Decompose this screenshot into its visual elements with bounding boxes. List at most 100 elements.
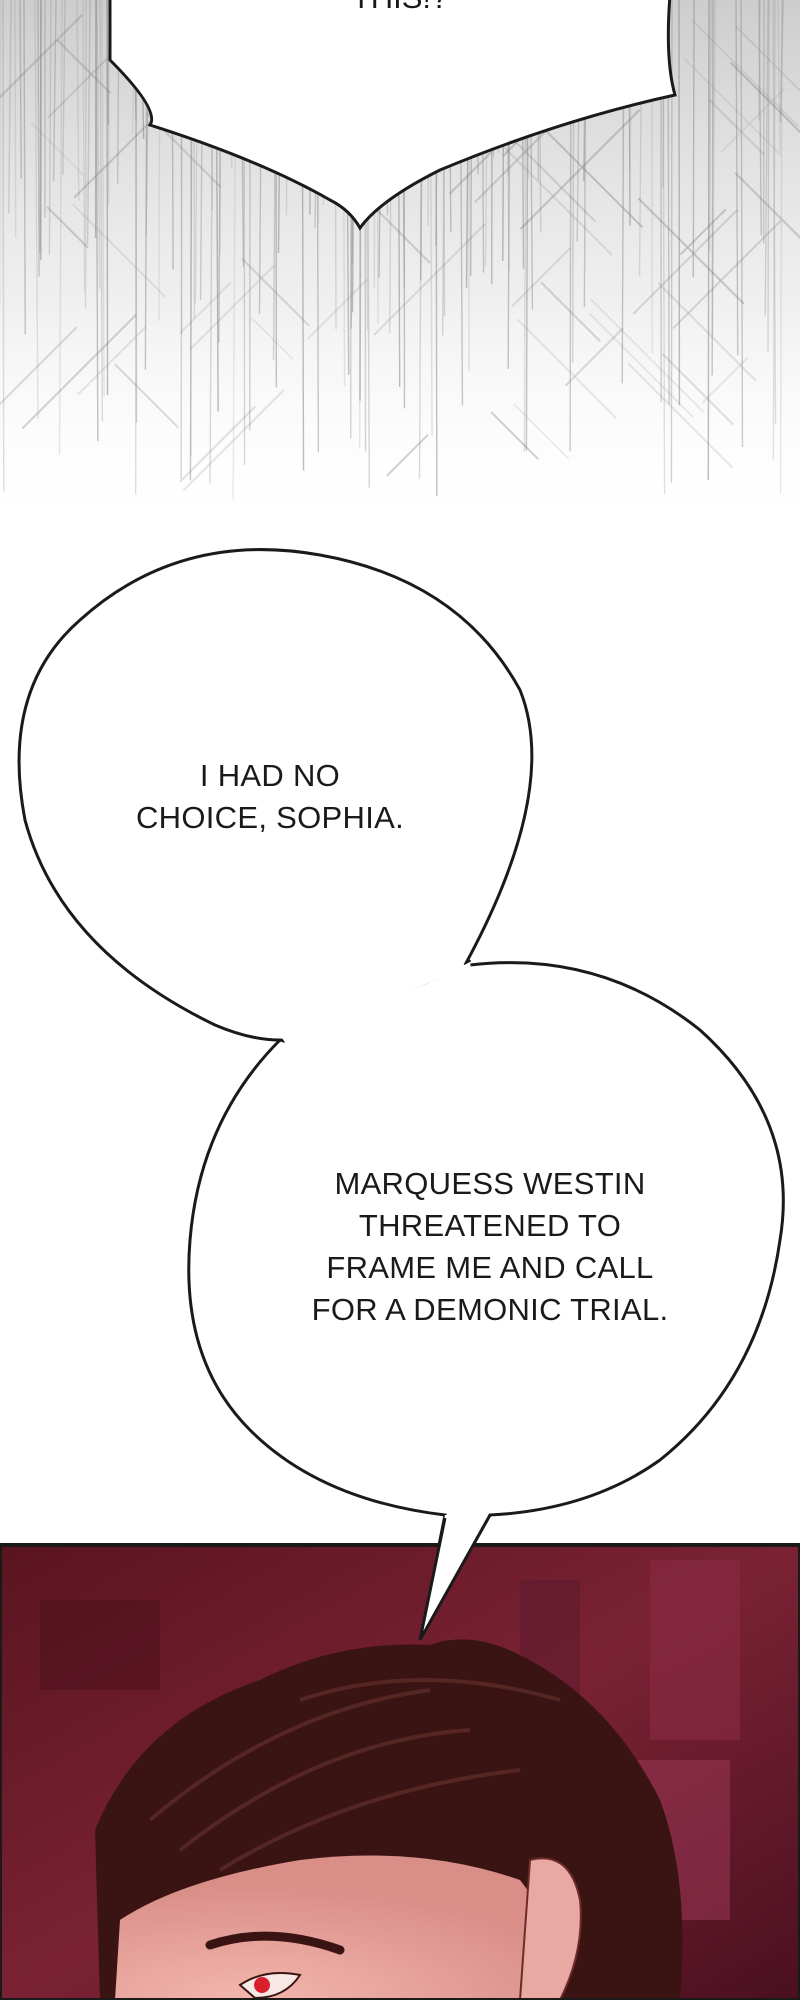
scratch-cross xyxy=(500,144,613,256)
scratch-cross xyxy=(729,61,800,134)
scratch-line xyxy=(82,0,86,293)
scratch-line xyxy=(779,0,783,494)
scratch-line xyxy=(99,0,104,422)
scratch-line xyxy=(96,0,101,289)
scratch-cross xyxy=(701,356,749,404)
scratch-cross xyxy=(250,316,294,361)
scratch-line xyxy=(735,0,739,356)
scratch-line xyxy=(76,0,80,201)
eyebrow xyxy=(205,1931,345,1955)
scratch-cross xyxy=(519,109,641,230)
bubble-2-text: MARQUESS WESTIN THREATENED TO FRAME ME A… xyxy=(290,1163,690,1331)
scratch-cross xyxy=(527,112,644,229)
scratch-cross xyxy=(516,318,618,419)
scratch-cross xyxy=(734,172,800,240)
scratch-cross xyxy=(672,220,782,330)
scratch-cross xyxy=(240,257,310,327)
bubble-1-text: I HAD NO CHOICE, SOPHIA. xyxy=(110,755,430,839)
scratch-cross xyxy=(683,57,782,157)
scratch-cross xyxy=(540,281,601,343)
bubble-2-line-2: THREATENED TO xyxy=(358,1208,622,1243)
scratch-cross xyxy=(178,281,232,335)
character-panel xyxy=(0,1543,800,2000)
scratch-line xyxy=(58,0,63,455)
scratch-line xyxy=(772,0,777,424)
scratch-cross xyxy=(386,433,429,477)
scratch-cross xyxy=(373,223,487,336)
scratch-cross xyxy=(46,206,89,249)
scratch-line xyxy=(19,0,22,179)
scratch-cross xyxy=(691,19,800,128)
scratch-line xyxy=(106,0,110,125)
ear xyxy=(518,1857,582,2000)
scratch-cross xyxy=(56,38,112,94)
scratch-line xyxy=(8,0,12,214)
scratch-cross xyxy=(72,203,167,298)
scratch-cross xyxy=(708,98,765,156)
scratch-cross xyxy=(589,298,705,414)
scratch-cross xyxy=(21,313,137,430)
scratch-line xyxy=(48,0,52,256)
scratch-cross xyxy=(306,278,369,340)
scratch-line xyxy=(740,0,744,447)
scratch-cross xyxy=(720,87,786,153)
scratch-line xyxy=(711,0,714,376)
scratch-line xyxy=(14,0,17,238)
scratch-cross xyxy=(735,25,800,92)
speech-bubble-1 xyxy=(17,548,534,1043)
scratch-line xyxy=(758,0,761,121)
scratch-cross xyxy=(114,363,179,429)
scratch-cross xyxy=(182,389,285,492)
bubble-1-line-2: CHOICE, SOPHIA. xyxy=(135,800,405,835)
scratch-cross xyxy=(30,121,84,176)
scratch-line xyxy=(764,0,769,316)
scratch-line xyxy=(767,0,770,352)
scratch-cross xyxy=(73,116,156,199)
scratch-line xyxy=(86,0,91,245)
scratch-line xyxy=(62,0,66,175)
scratch-line xyxy=(758,0,762,236)
scratch-cross xyxy=(490,411,540,460)
scratch-line xyxy=(101,0,105,397)
scratch-line xyxy=(34,0,39,420)
scratch-line xyxy=(777,0,781,152)
top-speech-bubble xyxy=(108,0,677,231)
scratch-cross xyxy=(657,282,757,382)
eye-iris xyxy=(254,1977,270,1993)
bubble-2-line-4: FOR A DEMONIC TRIAL. xyxy=(311,1292,669,1327)
scratch-line xyxy=(708,0,712,251)
eye xyxy=(238,1972,302,2000)
scratch-cross xyxy=(637,197,745,305)
top-bubble-text: THIS!? xyxy=(330,0,470,18)
scratch-cross xyxy=(632,209,738,315)
scratch-cross xyxy=(679,208,727,256)
scratch-cross xyxy=(511,247,572,308)
scratch-line xyxy=(707,0,710,481)
scratch-line xyxy=(52,0,57,182)
scratch-line xyxy=(37,0,40,277)
scratch-line xyxy=(711,0,716,337)
scratch-cross xyxy=(179,405,256,483)
scratch-cross xyxy=(564,327,624,387)
bubble-2-line-3: FRAME ME AND CALL xyxy=(326,1250,654,1285)
bubble-1-line-1: I HAD NO xyxy=(199,758,341,793)
scratch-line xyxy=(772,0,776,460)
scratch-line xyxy=(692,0,695,278)
scratch-cross xyxy=(0,326,78,406)
face xyxy=(115,1855,560,2000)
scratch-cross xyxy=(77,326,147,396)
scratch-cross xyxy=(0,13,84,99)
scratch-cross xyxy=(661,353,734,426)
scratch-line xyxy=(39,0,42,254)
scratch-cross xyxy=(189,265,275,351)
scratch-line xyxy=(2,0,5,492)
scratch-cross xyxy=(513,403,570,460)
scratch-cross xyxy=(588,312,694,418)
scratch-line xyxy=(779,0,784,122)
scratch-cross xyxy=(627,362,734,469)
bubble-2-line-1: MARQUESS WESTIN xyxy=(334,1166,646,1201)
scratch-line xyxy=(23,0,26,335)
speech-bubble-2 xyxy=(187,961,785,1641)
